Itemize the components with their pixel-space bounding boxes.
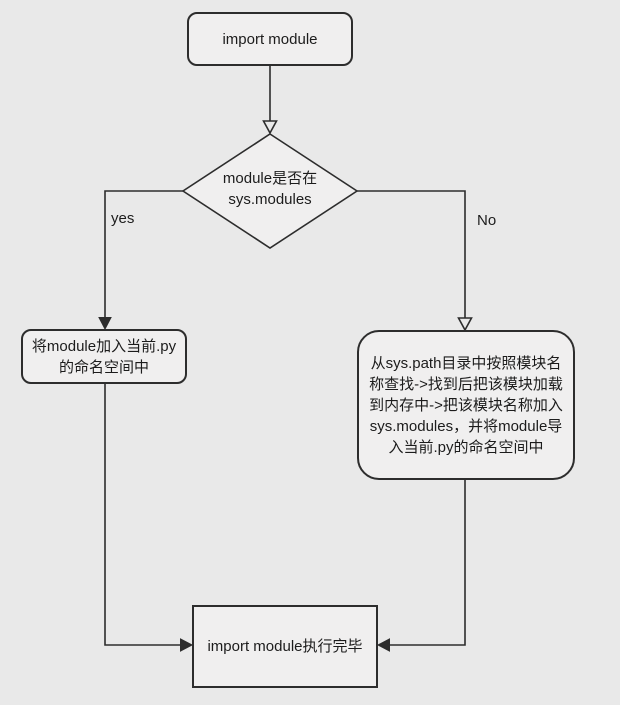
edge-label-no: No — [477, 212, 497, 229]
node-search-sys-path: 从sys.path目录中按照模块名称查找->找到后把该模块加载到内存中->把该模… — [357, 330, 575, 480]
arrowhead-solid-into-end-left — [180, 638, 194, 652]
arrowhead-hollow-into-decision — [262, 120, 278, 135]
decision-line-1: module是否在 — [222, 170, 318, 187]
edge-decision-to-no-node — [357, 190, 466, 318]
arrowhead-solid-into-end-right — [376, 638, 390, 652]
node-end-label: import module执行完毕 — [207, 638, 363, 655]
edge-yes-node-to-end — [104, 384, 181, 646]
node-start-label: import module — [222, 30, 318, 48]
edge-decision-to-yes-node — [104, 190, 183, 317]
node-start-import-module: import module — [187, 12, 353, 66]
decision-line-2: sys.modules — [228, 191, 312, 208]
node-add-to-namespace: 将module加入当前.py 的命名空间中 — [21, 329, 187, 384]
edge-no-node-to-end — [389, 480, 466, 646]
arrowhead-hollow-into-no-node — [457, 317, 473, 332]
decision-diamond-shape — [181, 133, 359, 249]
node-yes-line-2: 的命名空间中 — [58, 358, 149, 376]
node-yes-label: 将module加入当前.py 的命名空间中 — [32, 336, 176, 378]
node-yes-line-1: 将module加入当前.py — [31, 337, 177, 355]
node-no-label: 从sys.path目录中按照模块名称查找->找到后把该模块加载到内存中->把该模… — [369, 354, 563, 456]
arrowhead-solid-into-yes-node — [98, 317, 112, 331]
node-decision-label: module是否在 sys.modules — [190, 168, 350, 210]
edge-label-yes: yes — [111, 210, 135, 227]
node-import-complete: import module执行完毕 — [192, 605, 378, 688]
